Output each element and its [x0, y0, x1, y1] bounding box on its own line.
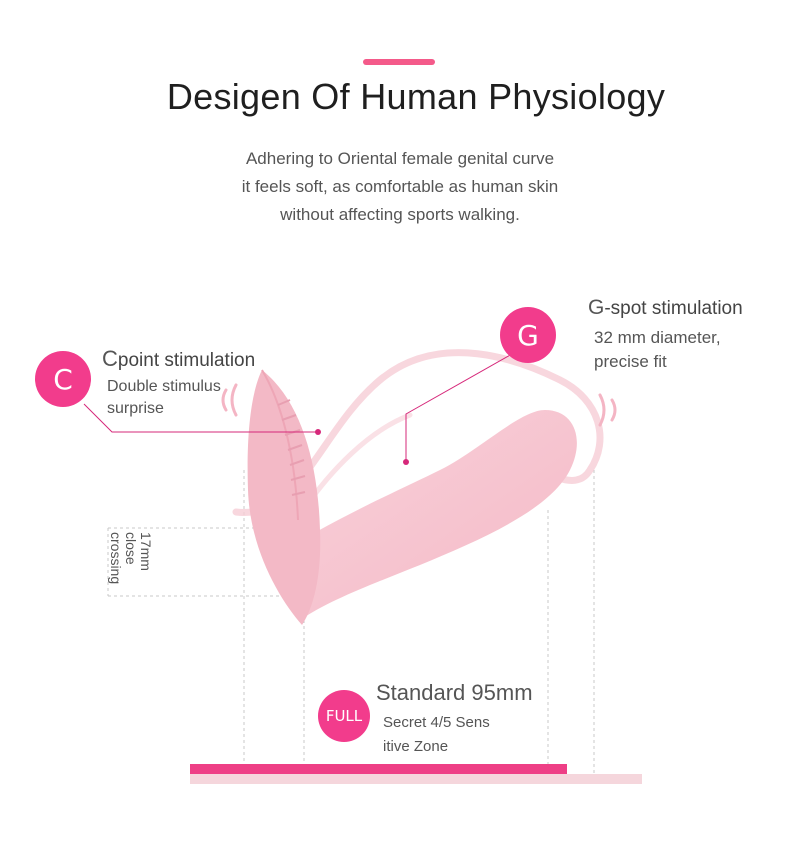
g-spot-letter: G: [588, 296, 605, 319]
c-point-title: point stimulation: [117, 350, 256, 371]
callout-leaders: [83, 353, 513, 462]
dimension-line-3: crossing: [108, 532, 124, 585]
product-shaft: [270, 410, 577, 620]
page-subtitle: Adhering to Oriental female genital curv…: [0, 145, 800, 229]
full-desc-line-2: itive Zone: [383, 738, 449, 755]
g-spot-desc-line-2: precise fit: [594, 352, 667, 371]
full-desc-line-1: Secret 4/5 Sens: [383, 714, 490, 731]
c-point-desc-line-2: surprise: [107, 400, 164, 417]
full-title: Standard 95mm: [376, 680, 533, 705]
subtitle-line-3: without affecting sports walking.: [280, 205, 520, 224]
c-point-desc: Double stimulus surprise: [107, 376, 221, 420]
product-base: [247, 370, 321, 625]
c-point-desc-line-1: Double stimulus: [107, 378, 221, 395]
dimension-line-2: close: [123, 532, 139, 565]
subtitle-line-1: Adhering to Oriental female genital curv…: [245, 149, 555, 168]
c-point-badge: C: [35, 351, 91, 407]
g-spot-label: G-spot stimulation: [588, 296, 743, 320]
g-spot-title: -spot stimulation: [604, 298, 743, 319]
dimension-label: 17mm close crossing: [108, 532, 154, 585]
g-spot-badge: G: [500, 307, 556, 363]
bar-light: [190, 774, 642, 784]
c-point-letter: C: [102, 346, 118, 371]
bar-length: [190, 764, 567, 774]
title-accent-bar: [363, 59, 435, 65]
dimension-guides: [107, 470, 595, 775]
page-title: Desigen Of Human Physiology: [166, 76, 666, 117]
vibration-icon: [221, 383, 617, 427]
physiology-outline: [232, 349, 604, 516]
subtitle-line-2: it feels soft, as comfortable as human s…: [241, 177, 559, 196]
g-spot-desc: 32 mm diameter, precise fit: [594, 326, 721, 374]
g-spot-desc-line-1: 32 mm diameter,: [594, 328, 721, 347]
full-desc: Secret 4/5 Sens itive Zone: [383, 711, 490, 759]
full-badge: FULL: [318, 690, 370, 742]
c-point-label: Cpoint stimulation: [102, 346, 255, 372]
dimension-value: 17mm: [138, 532, 154, 571]
